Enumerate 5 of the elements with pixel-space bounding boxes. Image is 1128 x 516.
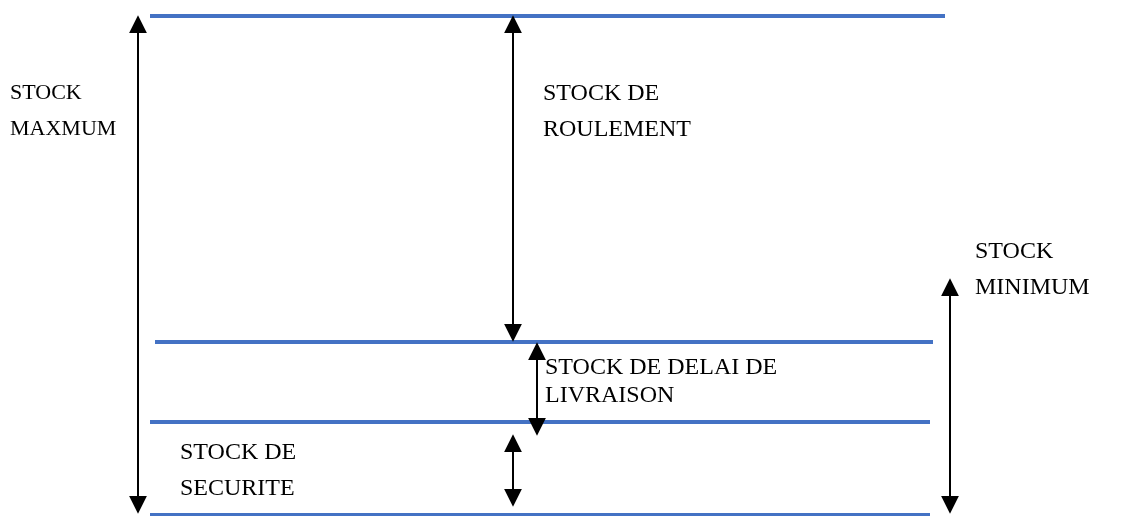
level-label: STOCK MAXMUM <box>10 78 118 142</box>
level-label: STOCK DE DELAI DE LIVRAISON <box>545 352 779 408</box>
level-label: STOCK MINIMUM <box>975 236 1091 301</box>
level-label: STOCK DE ROULEMENT <box>543 78 692 143</box>
level-label: STOCK DE SECURITE <box>180 437 298 502</box>
